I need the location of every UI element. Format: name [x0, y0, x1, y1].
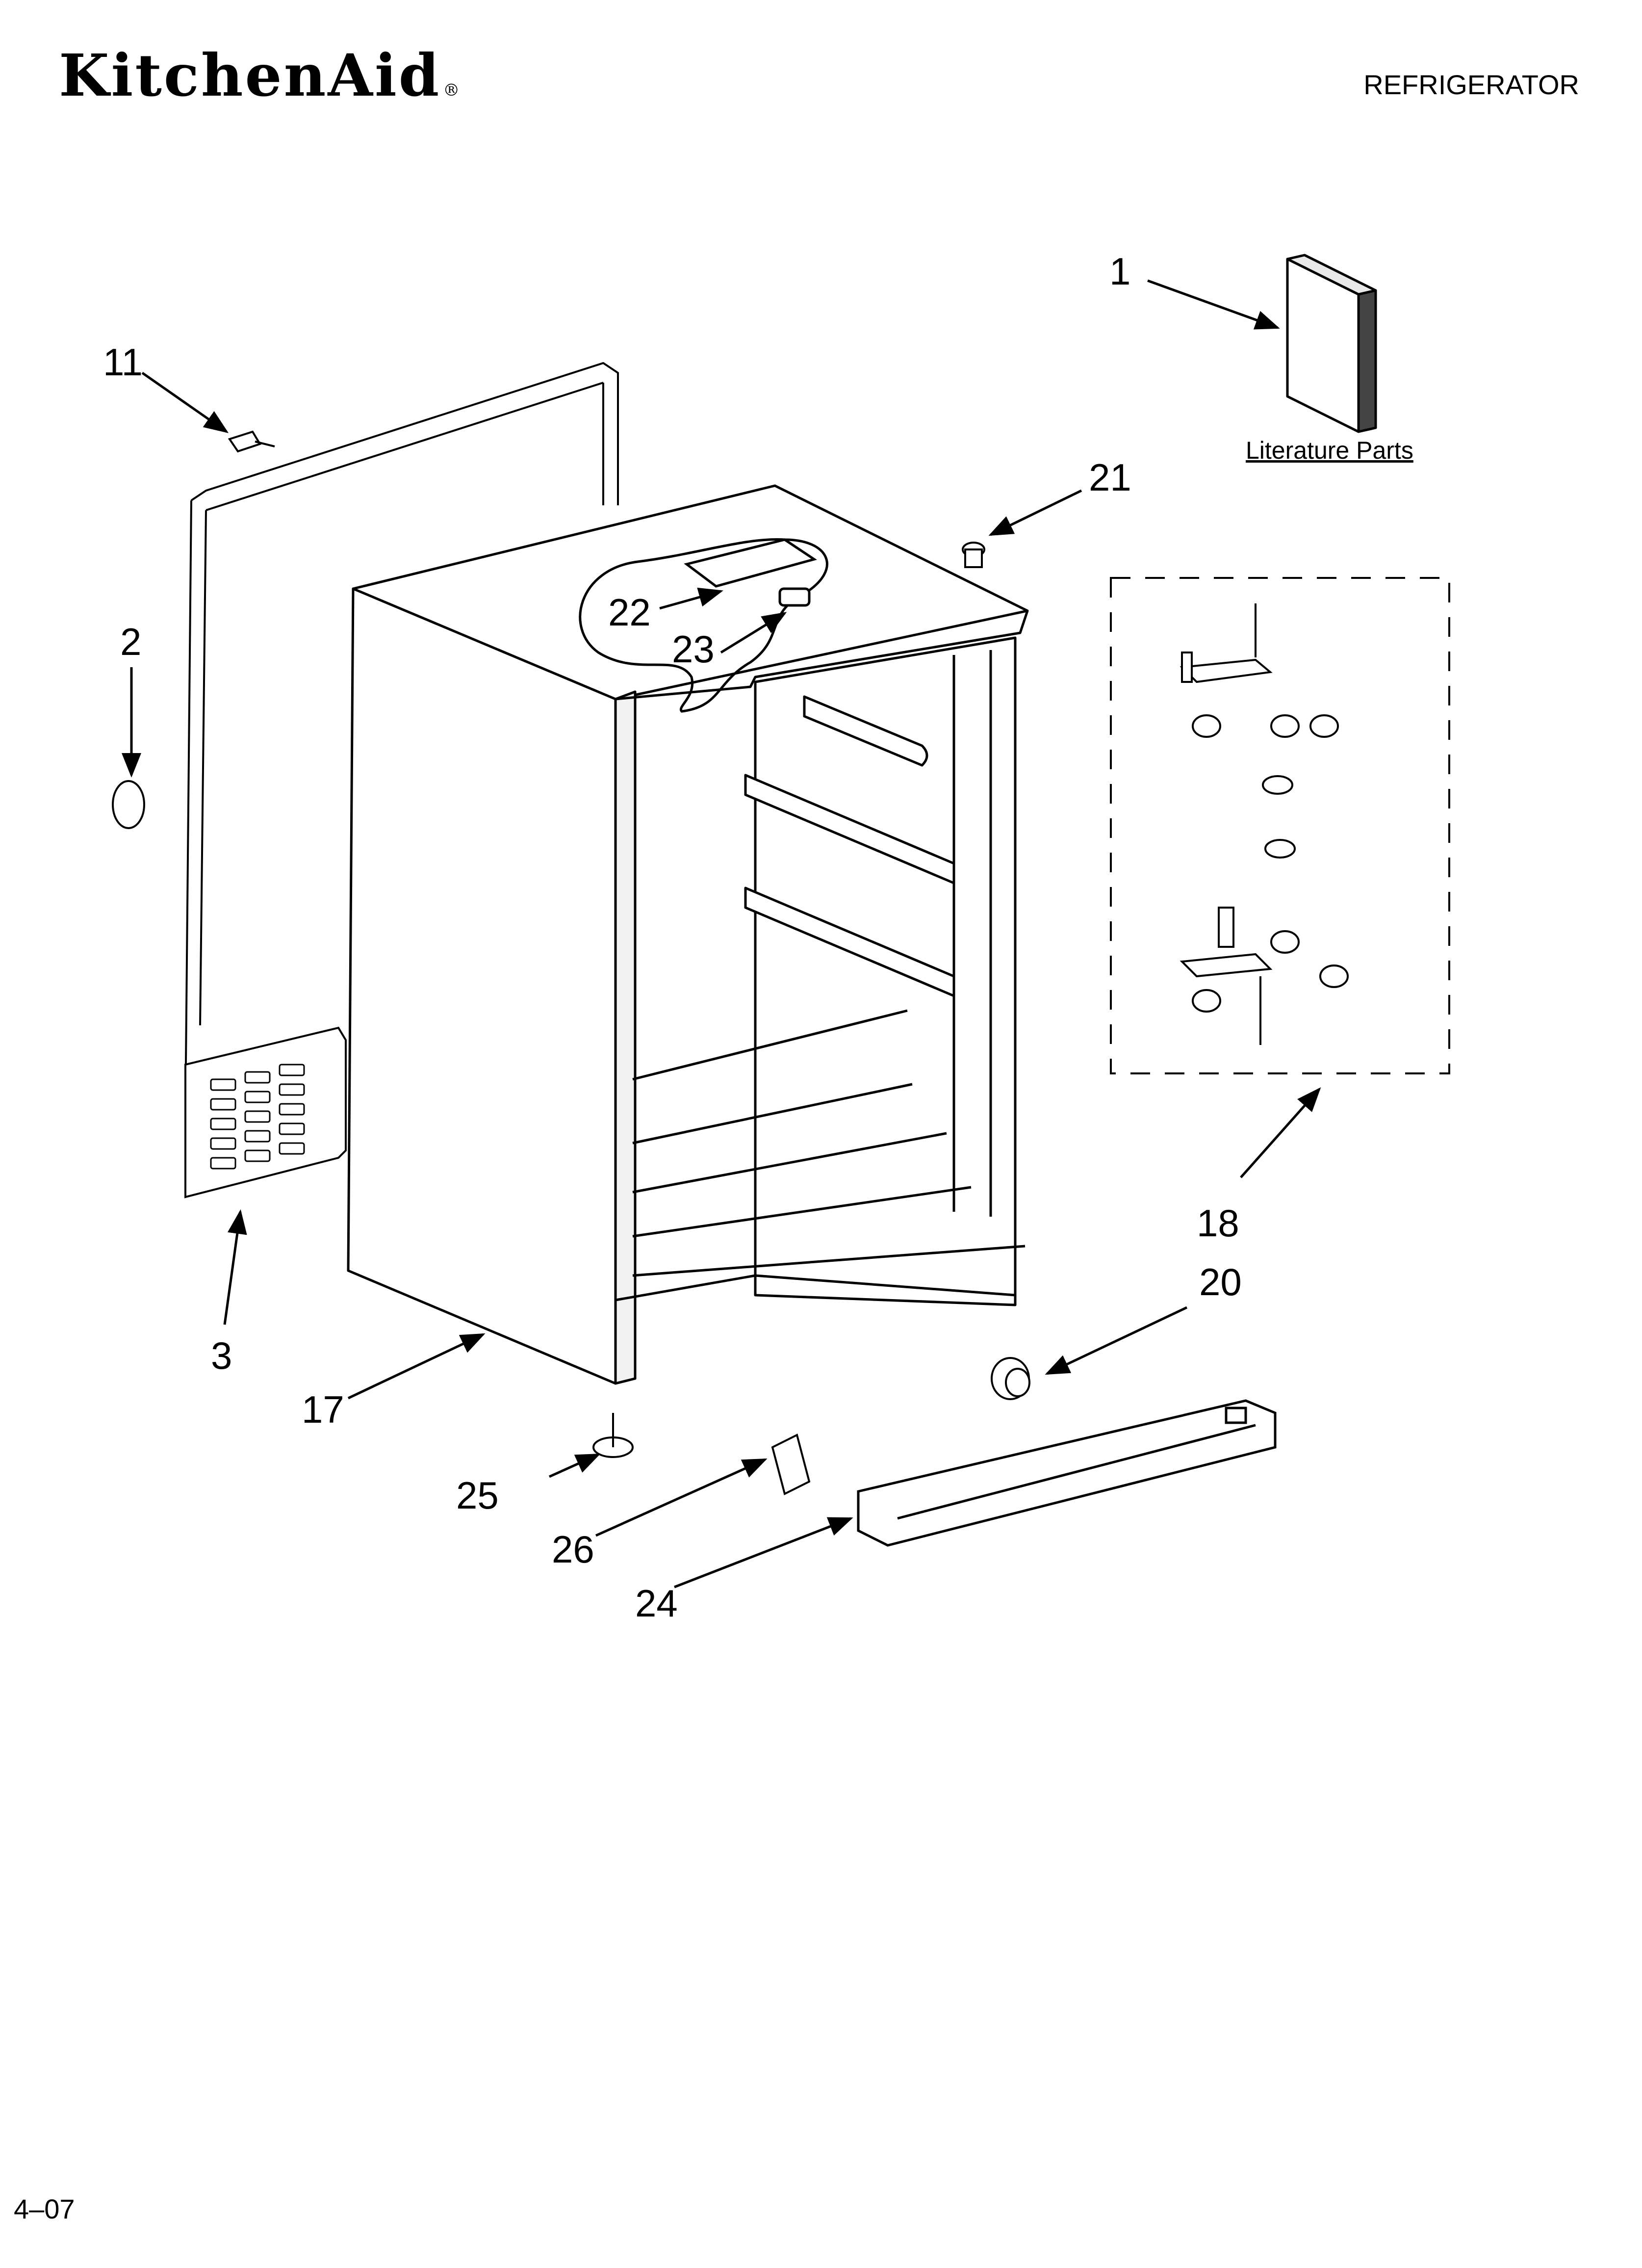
- literature-booklet: [1286, 254, 1377, 433]
- cabinet: [347, 484, 1029, 1385]
- callout-11: 11: [103, 340, 143, 384]
- callout-22: 22: [608, 591, 651, 634]
- literature-parts-label: Literature Parts: [1246, 437, 1413, 464]
- top-bumper: [962, 542, 985, 568]
- brand-name: KitchenAid: [59, 41, 441, 109]
- document-title: REFRIGERATOR: [1363, 69, 1579, 100]
- callout-25: 25: [456, 1474, 499, 1517]
- callout-3: 3: [211, 1334, 232, 1377]
- drain-plug: [112, 780, 145, 829]
- screw: [228, 430, 275, 453]
- callout-18: 18: [1197, 1201, 1239, 1245]
- callout-1: 1: [1109, 250, 1130, 293]
- callout-arrows: [122, 279, 1321, 1589]
- callout-labels: 1 2 3 11 17 18 20 21 22 23 24 25 26 Lite…: [103, 250, 1413, 1625]
- callout-17: 17: [302, 1388, 344, 1431]
- callout-2: 2: [120, 620, 141, 663]
- back-panel: [184, 362, 619, 1114]
- callout-24: 24: [635, 1582, 678, 1625]
- toe-grille: [857, 1399, 1277, 1547]
- clip: [771, 1434, 811, 1495]
- callout-26: 26: [552, 1528, 594, 1571]
- callout-23: 23: [672, 627, 715, 671]
- brand-logo: KitchenAid®: [59, 47, 462, 104]
- registered-mark: ®: [443, 80, 462, 100]
- hinge-kit: [1110, 577, 1450, 1074]
- revision-date: 4–07: [14, 2193, 75, 2224]
- callout-20: 20: [1199, 1260, 1242, 1303]
- callout-21: 21: [1089, 456, 1131, 499]
- control-housing: [579, 538, 828, 713]
- leveling-leg: [592, 1413, 634, 1458]
- control-knob: [991, 1357, 1030, 1400]
- vent-slots: [210, 1064, 305, 1170]
